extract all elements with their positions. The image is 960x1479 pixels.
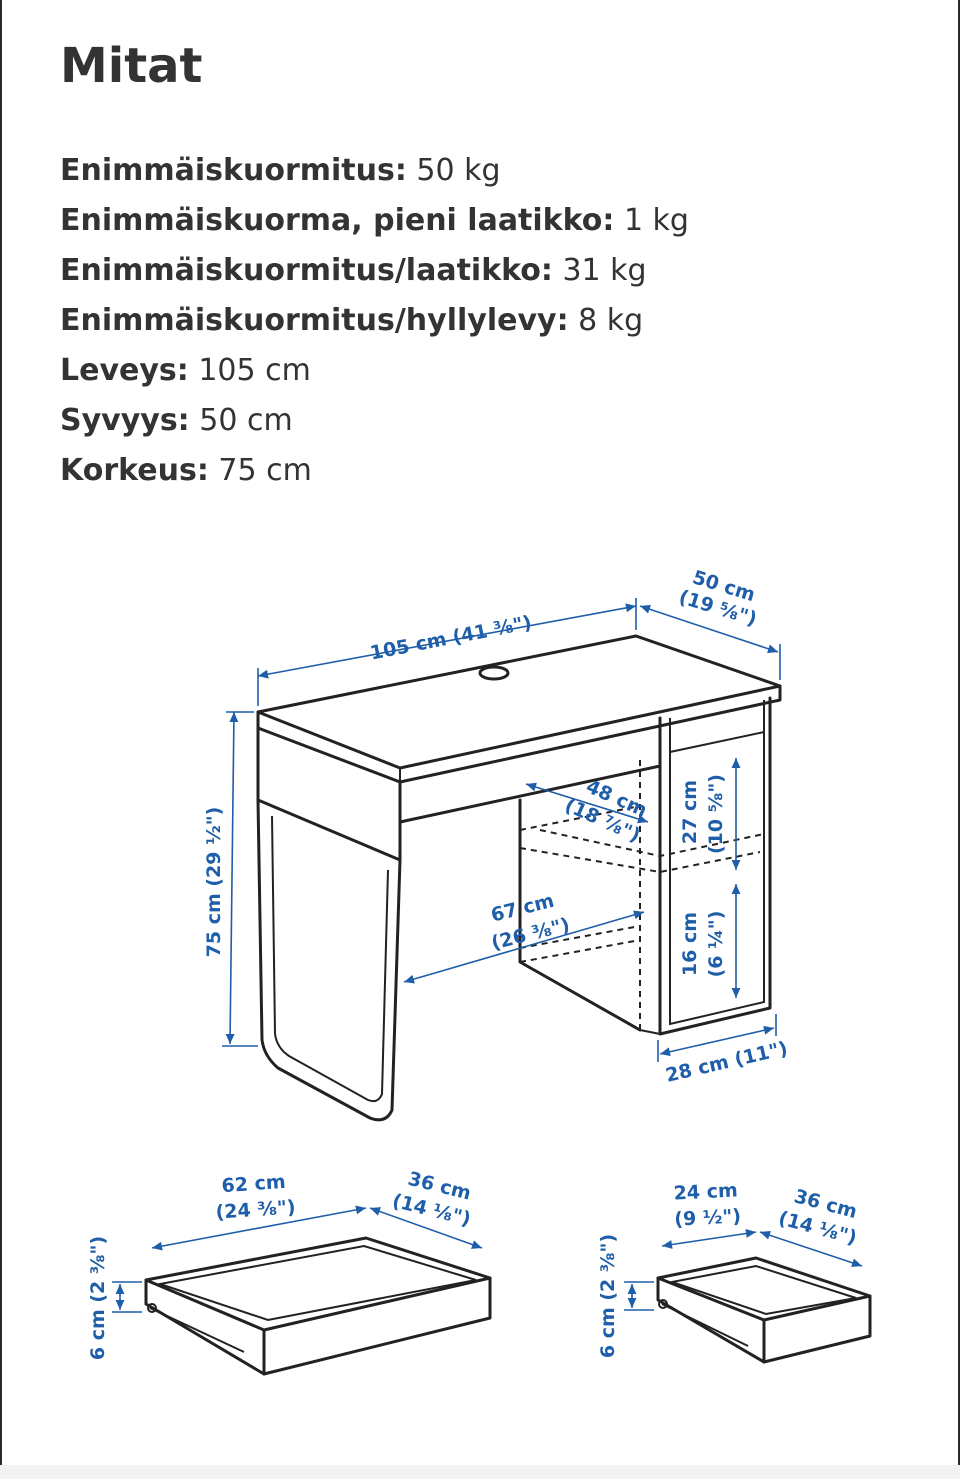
spec-list: Enimmäiskuormitus: 50 kg Enimmäiskuorma,…: [60, 146, 689, 496]
frame-left-border: [0, 0, 2, 1479]
cabinet-width-label: 28 cm (11"): [664, 1037, 790, 1086]
spec-item: Enimmäiskuorma, pieni laatikko: 1 kg: [60, 196, 689, 246]
lower-compartment-in-label: (6 ¼"): [705, 911, 727, 978]
desk-left-leg-inner: [271, 815, 389, 1103]
spec-item: Leveys: 105 cm: [60, 346, 689, 396]
spec-value: 50 kg: [416, 153, 501, 188]
small-drawer-drawing: 24 cm (9 ½") 36 cm (14 ⅛") 6 cm (2 ⅜"): [597, 1179, 872, 1364]
large-drawer-runner-wheel: [147, 1303, 157, 1313]
spec-item: Enimmäiskuormitus/laatikko: 31 kg: [60, 246, 689, 296]
large-drawer-depth-line: [369, 1207, 483, 1249]
depth-dimension-line: [639, 604, 779, 654]
lower-compartment-cm-label: 16 cm: [679, 912, 701, 976]
spec-label: Enimmäiskuormitus/laatikko:: [60, 253, 553, 288]
spec-item: Enimmäiskuormitus/hyllylevy: 8 kg: [60, 296, 689, 346]
upper-compartment-in-label: (10 ⅝"): [705, 774, 727, 854]
small-drawer-height-label: 6 cm (2 ⅜"): [597, 1234, 619, 1358]
large-drawer-width-in-label: (24 ⅜"): [215, 1196, 296, 1224]
spec-label: Korkeus:: [60, 453, 209, 488]
inner-width-dimension-line: [403, 910, 645, 984]
spec-value: 75 cm: [218, 453, 312, 488]
upper-compartment-cm-label: 27 cm: [679, 780, 701, 844]
spec-label: Enimmäiskuormitus:: [60, 153, 407, 188]
spec-item: Enimmäiskuormitus: 50 kg: [60, 146, 689, 196]
desk-cabinet-front: [658, 696, 772, 1036]
large-drawer-width-cm-label: 62 cm: [221, 1171, 287, 1197]
spec-label: Syvyys:: [60, 403, 190, 438]
spec-value: 1 kg: [623, 203, 689, 238]
desk-width-label: 105 cm (41 ⅜"): [368, 612, 533, 665]
large-drawer-runner: [149, 1307, 245, 1353]
inner-depth-dimension-line: [525, 782, 649, 824]
width-dimension-line: [257, 603, 637, 679]
small-drawer-width-in-label: (9 ½"): [674, 1205, 742, 1230]
large-drawer-inner-outline: [156, 1244, 477, 1322]
bottom-strip: [0, 1465, 960, 1479]
small-drawer-front: [656, 1276, 766, 1364]
small-drawer-runner-wheel: [658, 1299, 668, 1309]
desk-top-front-edge: [256, 684, 782, 784]
large-drawer-side: [262, 1276, 492, 1376]
small-drawer-width-cm-label: 24 cm: [673, 1179, 738, 1204]
spec-label: Enimmäiskuorma, pieni laatikko:: [60, 203, 615, 238]
cabinet-width-dimension-line: [659, 1025, 775, 1057]
spec-item: Korkeus: 75 cm: [60, 446, 689, 496]
page-title: Mitat: [60, 38, 203, 94]
desk-top-surface: [256, 634, 782, 770]
desk-drawing: 105 cm (41 ⅜") 50 cm (19 ⅝") 75 cm (29 ½…: [203, 566, 790, 1122]
large-drawer-top-outline: [144, 1236, 492, 1332]
frame-right-border: [958, 0, 960, 1479]
small-drawer-runner: [661, 1303, 749, 1347]
spec-item: Syvyys: 50 cm: [60, 396, 689, 446]
large-drawer-front: [144, 1278, 266, 1376]
small-drawer-depth-line: [759, 1230, 863, 1268]
desk-cabinet-bottom: [639, 1029, 661, 1035]
cable-hole: [478, 665, 510, 681]
desk-height-label: 75 cm (29 ½"): [203, 807, 225, 958]
spec-label: Leveys:: [60, 353, 189, 388]
desk-left-panel: [256, 726, 402, 862]
spec-label: Enimmäiskuormitus/hyllylevy:: [60, 303, 569, 338]
spec-value: 8 kg: [578, 303, 644, 338]
desk-cabinet-drawer: [669, 731, 765, 753]
desk-left-leg: [256, 798, 402, 1122]
large-drawer-width-line: [151, 1205, 367, 1251]
large-drawer-drawing: 62 cm (24 ⅜") 36 cm (14 ⅛") 6 cm (2 ⅜"): [87, 1168, 492, 1376]
large-drawer-height-label: 6 cm (2 ⅜"): [87, 1236, 109, 1360]
small-drawer-width-line: [661, 1229, 757, 1249]
spec-value: 31 kg: [562, 253, 647, 288]
spec-value: 105 cm: [198, 353, 311, 388]
small-drawer-side: [762, 1294, 872, 1364]
spec-value: 50 cm: [199, 403, 293, 438]
small-drawer-inner-outline: [668, 1264, 857, 1316]
height-dimension-line: [225, 711, 239, 1045]
desk-cabinet-front-inner: [669, 700, 765, 1026]
